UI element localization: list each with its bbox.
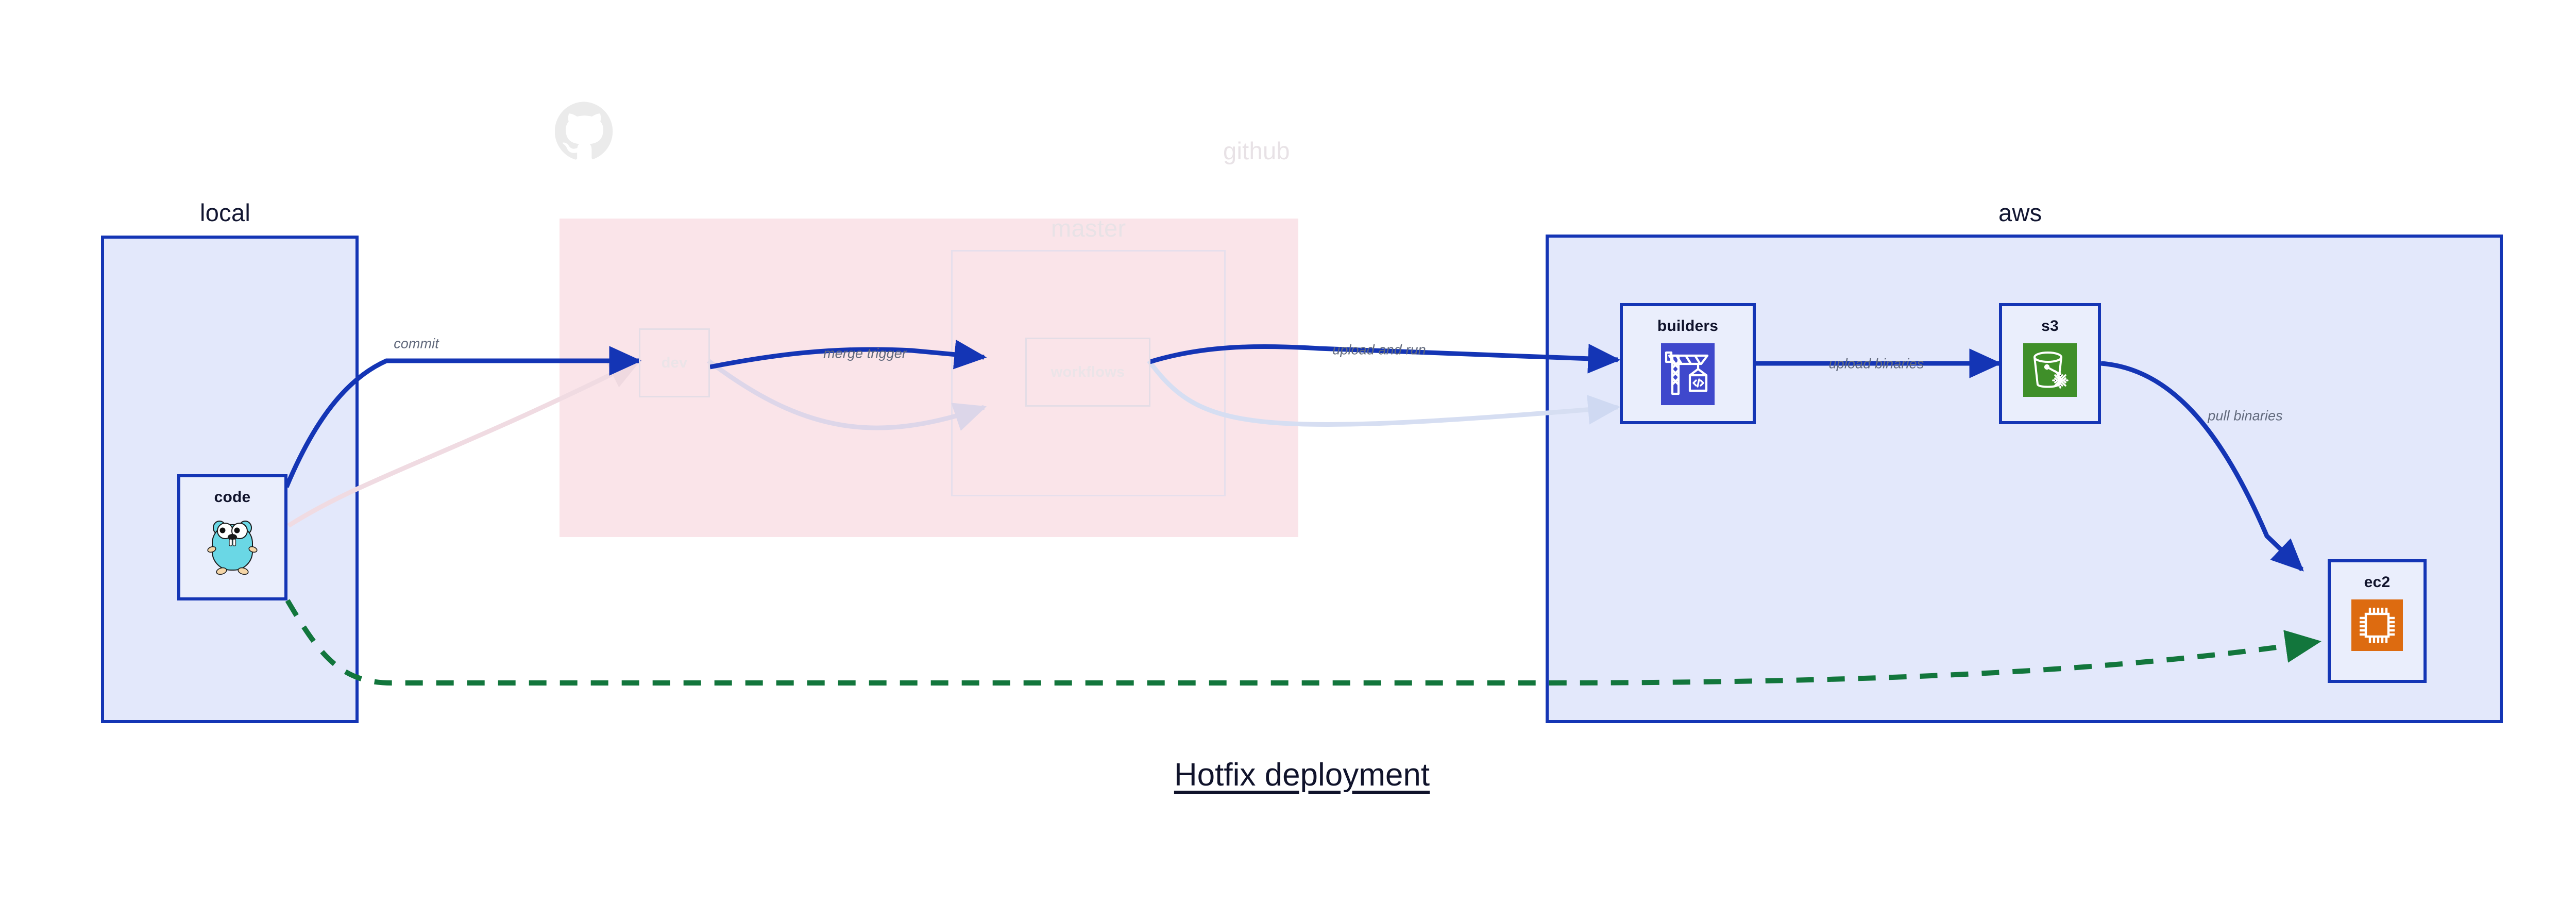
node-code-label: code: [214, 489, 251, 506]
edge-ghost-workflows-builders: [1147, 359, 1621, 427]
bucket-snowflake-icon: [2023, 343, 2077, 399]
edge-label-upload-binaries: upload binaries: [1828, 356, 1924, 372]
edge-upload-and-run: [1149, 344, 1621, 374]
diagram-title: Hotfix deployment: [1174, 757, 1430, 793]
node-workflows-label: workflows: [1050, 363, 1125, 380]
go-gopher-icon: [205, 514, 260, 579]
node-s3-label: s3: [2041, 318, 2059, 335]
cluster-aws-label: aws: [1998, 199, 2042, 226]
edge-commit: [284, 346, 642, 488]
cluster-github: [560, 219, 1298, 537]
node-dev-label: dev: [661, 354, 688, 371]
edge-ghost-dev-workflows: [707, 359, 987, 431]
node-ec2-label: ec2: [2364, 574, 2391, 591]
node-builders-label: builders: [1657, 318, 1719, 335]
edge-ghost-code-dev: [287, 358, 641, 528]
node-workflows: workflows: [1025, 338, 1150, 407]
edge-label-merge-trigger: merge trigger: [823, 345, 907, 361]
edge-label-commit: commit: [394, 336, 439, 352]
edge-pull-binaries: [2100, 361, 2304, 572]
cluster-master-label: master: [1051, 214, 1126, 242]
cluster-github-label: github: [1223, 137, 1290, 164]
edge-label-pull-binaries: pull binaries: [2208, 408, 2283, 424]
node-s3[interactable]: s3: [1999, 303, 2101, 424]
github-octocat-icon: [554, 101, 614, 160]
node-ec2[interactable]: ec2: [2328, 559, 2427, 683]
cluster-local-label: local: [200, 199, 251, 226]
edge-label-upload-and-run: upload and run: [1332, 342, 1426, 358]
node-code[interactable]: code: [177, 474, 287, 600]
node-builders[interactable]: builders: [1620, 303, 1756, 424]
crane-code-icon: [1661, 343, 1715, 408]
edge-merge-trigger: [709, 339, 987, 370]
cluster-master: [951, 250, 1226, 496]
node-dev: dev: [639, 328, 710, 397]
cpu-chip-icon: [2351, 599, 2403, 654]
edge-hotfix-direct: [285, 599, 2321, 686]
